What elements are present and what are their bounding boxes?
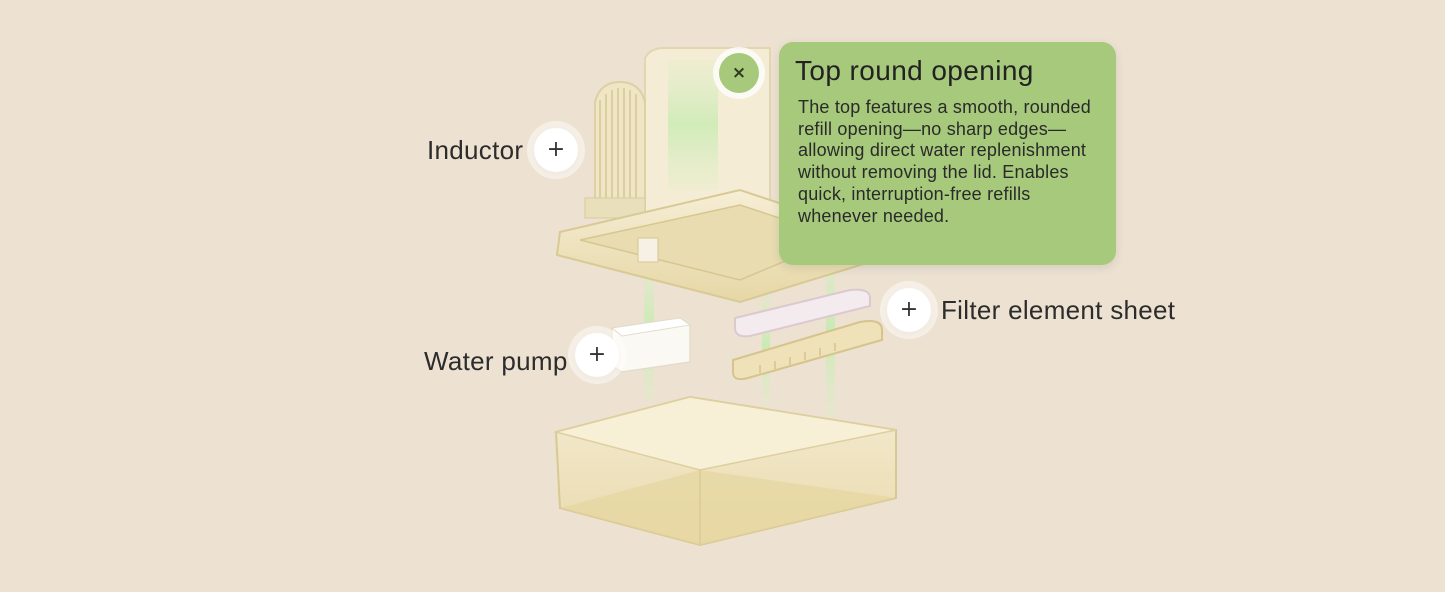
close-icon: × (731, 62, 747, 83)
hotspot-label-inductor: Inductor (427, 135, 524, 165)
popup-description: The top features a smooth, rounded refil… (798, 97, 1091, 226)
plus-icon: + (587, 342, 607, 367)
hotspot-label-water-pump: Water pump (424, 346, 568, 376)
water-pump-part (610, 317, 692, 373)
hotspot-info-popup: Top round opening The top features a smo… (779, 42, 1116, 265)
popup-close-button[interactable]: × (719, 53, 759, 93)
plus-icon: + (899, 297, 919, 322)
popup-title: Top round opening (795, 55, 1034, 86)
hotspot-inductor-button[interactable]: + (534, 128, 578, 172)
hotspot-label-filter-element: Filter element sheet (941, 295, 1176, 325)
plus-icon: + (546, 137, 566, 162)
hotspot-water-pump-button[interactable]: + (575, 333, 619, 377)
hotspot-filter-element-button[interactable]: + (887, 288, 931, 332)
filter-element-part (732, 288, 883, 381)
water-tank-part (553, 395, 897, 547)
